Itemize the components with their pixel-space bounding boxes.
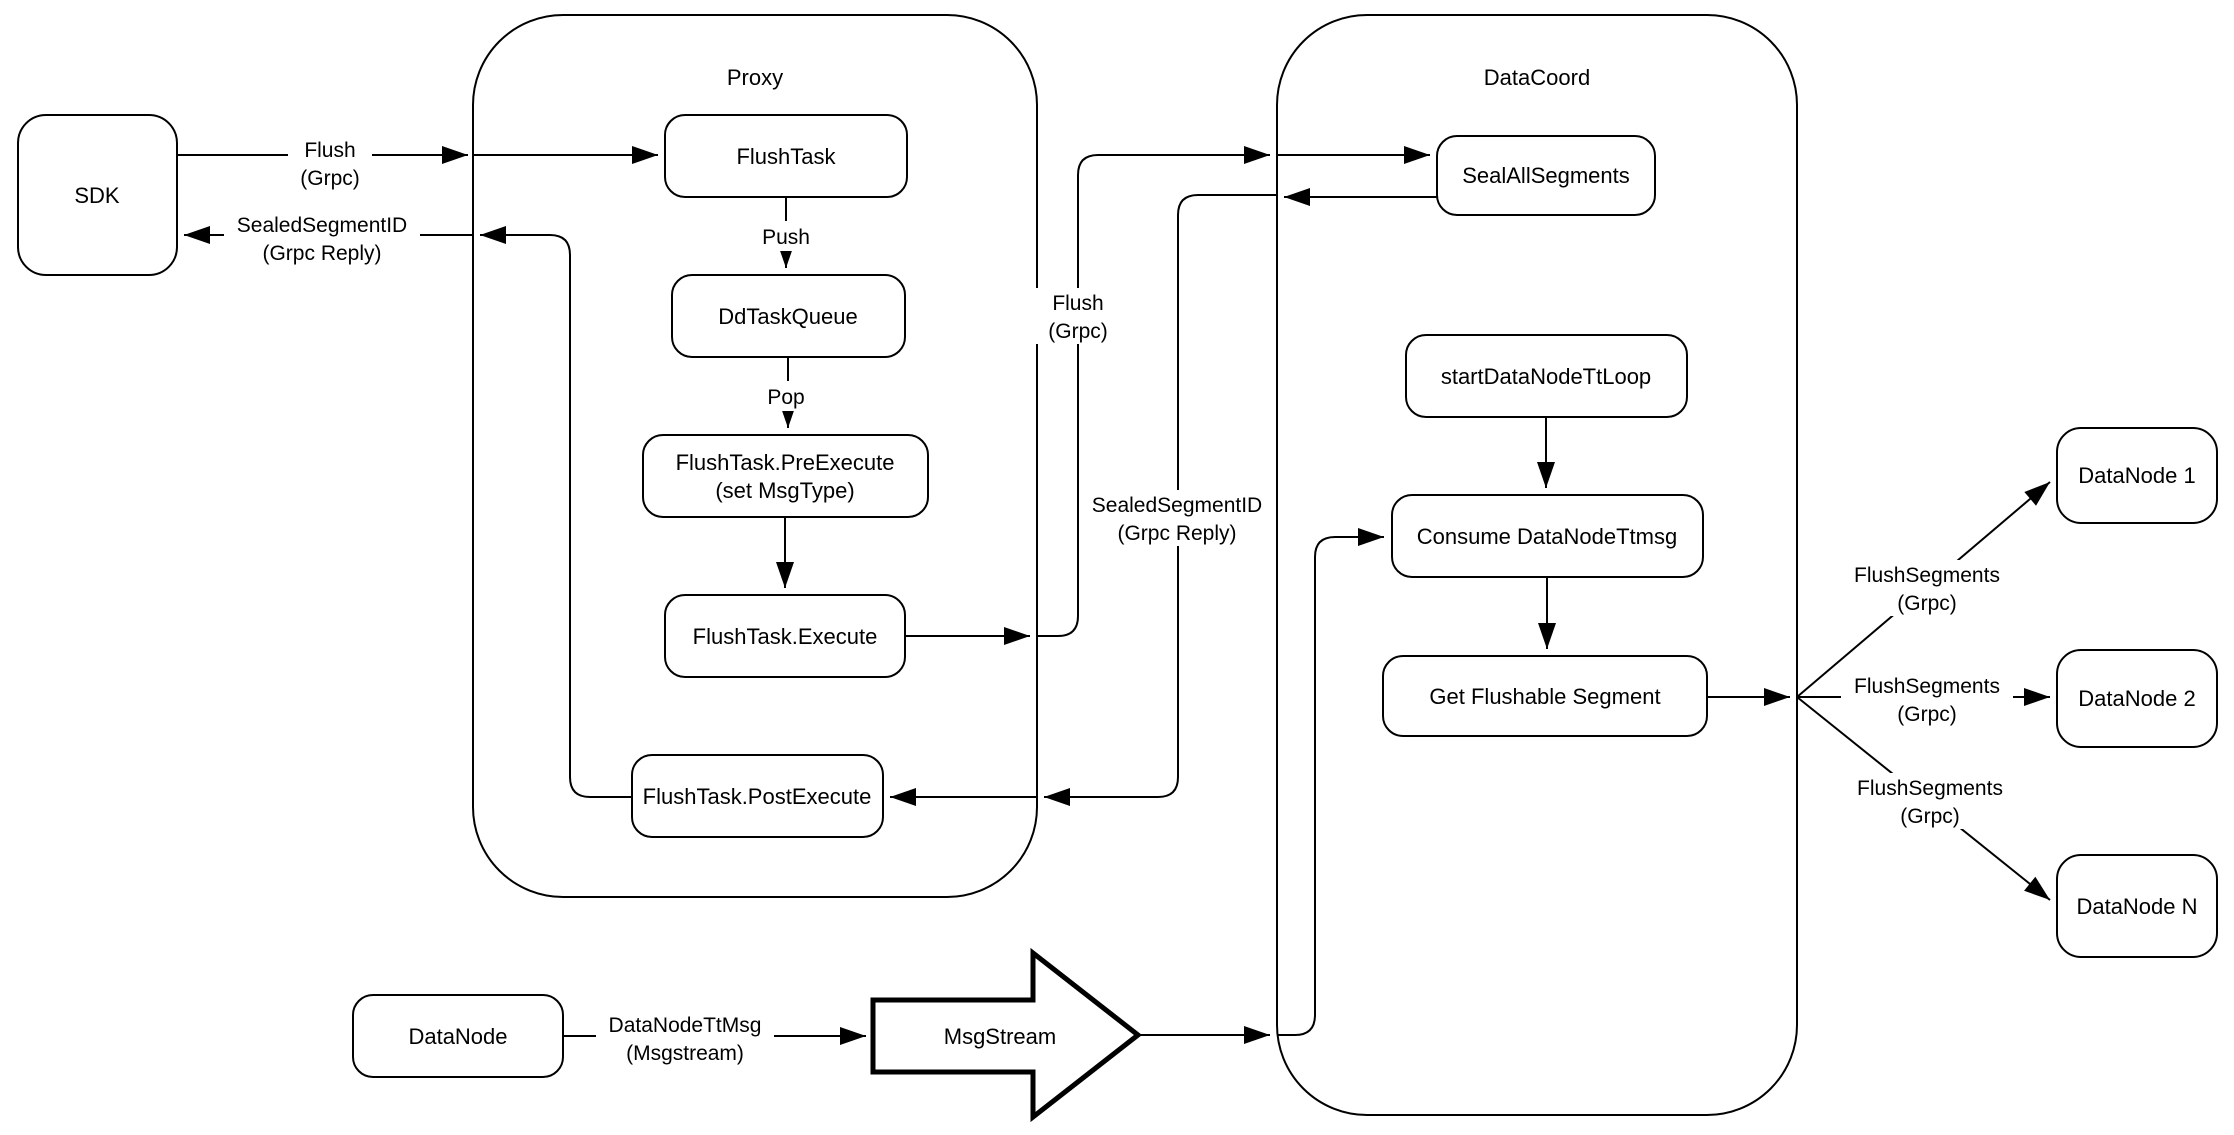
node-postexecute-label: FlushTask.PostExecute <box>643 784 872 809</box>
edges <box>177 146 2051 1045</box>
node-datanoden-label: DataNode N <box>2076 894 2197 919</box>
node-datanode2-box <box>2056 649 2218 748</box>
node-datanode-box <box>352 994 564 1078</box>
label-bg-sealed-mid <box>1079 490 1275 546</box>
node-datanode1-box <box>2056 427 2218 524</box>
node-postexecute: FlushTask.PostExecute <box>631 754 884 838</box>
edge-label-sealed-sdk-line2: (Grpc Reply) <box>262 242 381 265</box>
node-datanode2: DataNode 2 <box>2056 649 2218 748</box>
node-execute: FlushTask.Execute <box>664 594 906 678</box>
datacoord-container-label: DataCoord <box>1484 65 1590 90</box>
edge-label-sealed-sdk-line1: SealedSegmentID <box>237 214 407 237</box>
node-datanode1-label: DataNode 1 <box>2078 463 2195 488</box>
node-datanode-label: DataNode <box>408 1024 507 1049</box>
node-flushtask-label: FlushTask <box>736 144 836 169</box>
proxy-container-label: Proxy <box>727 65 783 90</box>
label-bg-flush-sdk <box>288 135 372 191</box>
node-flushtask: FlushTask <box>664 114 908 198</box>
edge-label-flushsegments3-line1: FlushSegments <box>1857 777 2003 800</box>
edge-label-flush-sdk-line1: Flush <box>304 139 355 162</box>
edge-label-flushsegments1-line2: (Grpc) <box>1897 592 1957 615</box>
node-datanoden-box <box>2056 854 2218 958</box>
node-sdk-label: SDK <box>74 183 120 208</box>
msgstream-arrow-shape <box>870 947 1143 1123</box>
node-ddtaskqueue: DdTaskQueue <box>671 274 906 358</box>
edge-label-flushsegments2-line1: FlushSegments <box>1854 675 2000 698</box>
node-getflushablesegment-box <box>1382 655 1708 737</box>
edge-label-flush-sdk-line2: (Grpc) <box>300 167 360 190</box>
node-flushtask-box <box>664 114 908 198</box>
label-bg-flushsegments2 <box>1841 671 2013 727</box>
node-msgstream: MsgStream <box>870 947 1143 1123</box>
node-execute-label: FlushTask.Execute <box>693 624 878 649</box>
edge-label-sealed-mid-line2: (Grpc Reply) <box>1117 522 1236 545</box>
label-bg-sealed-sdk <box>224 210 420 266</box>
datacoord-container: DataCoord <box>1276 14 1798 1116</box>
label-bg-flush-mid <box>1036 288 1120 344</box>
node-consumedatanodettmsg-label: Consume DataNodeTtmsg <box>1417 524 1677 549</box>
node-preexecute-label-line2: (set MsgType) <box>715 478 854 503</box>
node-startdatanodettloop: startDataNodeTtLoop <box>1405 334 1688 418</box>
node-preexecute: FlushTask.PreExecute (set MsgType) <box>642 434 929 518</box>
label-bg-push <box>756 221 816 251</box>
node-preexecute-label-line1: FlushTask.PreExecute <box>676 450 895 475</box>
datacoord-container-box <box>1276 14 1798 1116</box>
node-datanoden: DataNode N <box>2056 854 2218 958</box>
edge-label-pop: Pop <box>767 386 804 409</box>
node-getflushablesegment-label: Get Flushable Segment <box>1429 684 1660 709</box>
label-bg-flushsegments3 <box>1844 773 2016 829</box>
node-ddtaskqueue-box <box>671 274 906 358</box>
node-sdk: SDK <box>17 114 178 276</box>
label-bg-pop <box>760 381 812 411</box>
edge-label-sealed-mid-line1: SealedSegmentID <box>1092 494 1262 517</box>
edge-postexecute-to-proxy-edge <box>480 226 632 798</box>
edge-label-flushsegments1-line1: FlushSegments <box>1854 564 2000 587</box>
edge-msgstream-riser-to-consume <box>1278 528 1384 1036</box>
node-ddtaskqueue-label: DdTaskQueue <box>718 304 857 329</box>
proxy-container: Proxy <box>472 14 1038 898</box>
edge-label-flushsegments2-line2: (Grpc) <box>1897 703 1957 726</box>
edge-labels: Flush (Grpc) SealedSegmentID (Grpc Reply… <box>237 139 2003 1065</box>
edge-label-backgrounds <box>224 135 2016 1066</box>
node-datanode: DataNode <box>352 994 564 1078</box>
node-preexecute-box <box>642 434 929 518</box>
edge-label-datanode-ttmsg-line2: (Msgstream) <box>626 1042 744 1065</box>
edge-flush-riser-to-datacoord <box>1038 146 1270 637</box>
label-bg-datanode-ttmsg <box>596 1010 774 1066</box>
node-sealallsegments-box <box>1436 135 1656 216</box>
node-sealallsegments: SealAllSegments <box>1436 135 1656 216</box>
proxy-container-box <box>472 14 1038 898</box>
node-consumedatanodettmsg-box <box>1391 494 1704 578</box>
node-datanode2-label: DataNode 2 <box>2078 686 2195 711</box>
edge-label-flushsegments3-line2: (Grpc) <box>1900 805 1960 828</box>
node-datanode1: DataNode 1 <box>2056 427 2218 524</box>
edge-label-flush-mid-line1: Flush <box>1052 292 1103 315</box>
node-postexecute-box <box>631 754 884 838</box>
node-consumedatanodettmsg: Consume DataNodeTtmsg <box>1391 494 1704 578</box>
node-getflushablesegment: Get Flushable Segment <box>1382 655 1708 737</box>
node-startdatanodettloop-label: startDataNodeTtLoop <box>1441 364 1651 389</box>
node-sdk-box <box>17 114 178 276</box>
edge-label-push: Push <box>762 226 810 249</box>
node-execute-box <box>664 594 906 678</box>
node-startdatanodettloop-box <box>1405 334 1688 418</box>
edge-label-flush-mid-line2: (Grpc) <box>1048 320 1108 343</box>
label-bg-flushsegments1 <box>1841 560 2013 616</box>
edge-label-datanode-ttmsg-line1: DataNodeTtMsg <box>609 1014 762 1037</box>
node-sealallsegments-label: SealAllSegments <box>1462 163 1630 188</box>
node-msgstream-label: MsgStream <box>944 1024 1056 1049</box>
